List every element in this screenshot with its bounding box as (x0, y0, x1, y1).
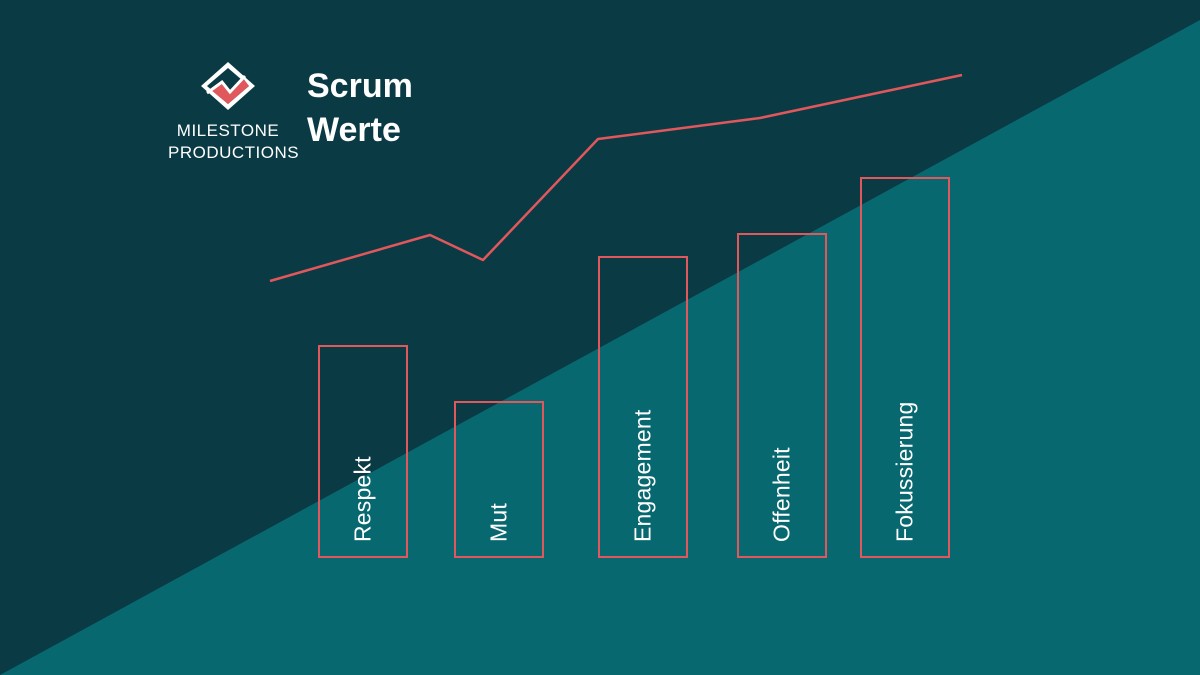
brand-name-line1: Milestone (176, 121, 280, 140)
page-title: Scrum Werte (307, 64, 413, 152)
title-line1: Scrum (307, 67, 413, 105)
bar-label: Respekt (349, 456, 376, 542)
bar-label: Engagement (629, 409, 656, 542)
bar-engagement: Engagement (598, 256, 688, 558)
bar-mut: Mut (454, 401, 544, 558)
bar-fokussierung: Fokussierung (860, 177, 950, 558)
brand-name-line2: Productions (168, 143, 300, 162)
milestone-diamond-logo-icon (201, 62, 255, 110)
bar-respekt: Respekt (318, 345, 408, 558)
bar-label: Fokussierung (891, 401, 918, 542)
bar-label: Offenheit (768, 447, 795, 542)
bar-label: Mut (485, 503, 512, 542)
bar-offenheit: Offenheit (737, 233, 827, 558)
title-line2: Werte (307, 111, 401, 149)
brand-logo: Milestone Productions (168, 60, 300, 164)
